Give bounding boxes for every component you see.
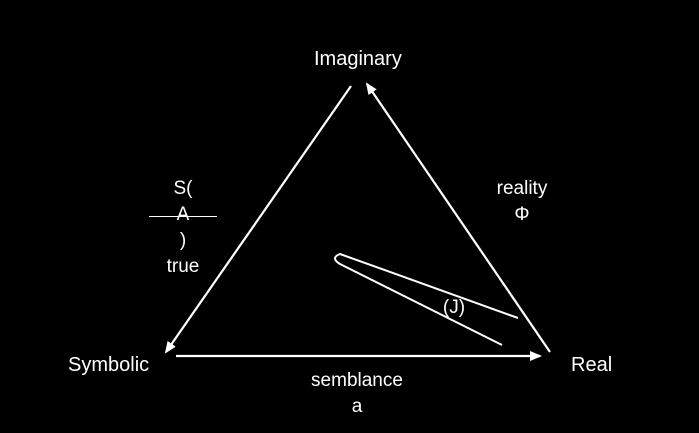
- edge-label-left: S( A) true: [149, 176, 217, 280]
- edge-real-to-imaginary: [365, 82, 551, 353]
- node-symbolic: Symbolic: [68, 354, 150, 376]
- left-prefix: S(: [173, 178, 193, 199]
- edge-label-right: reality Φ: [485, 176, 559, 228]
- edge-label-left-line1: S( A): [149, 176, 217, 254]
- left-suffix: ): [179, 230, 187, 251]
- jouissance-loop: [334, 252, 519, 346]
- barred-a: A: [149, 202, 217, 228]
- center-label-j: (J): [442, 297, 466, 318]
- node-real: Real: [571, 354, 613, 376]
- node-imaginary: Imaginary: [314, 48, 402, 70]
- edge-label-right-line2: Φ: [514, 204, 530, 225]
- edge-label-left-line2: true: [166, 256, 200, 277]
- edge-label-right-line1: reality: [496, 178, 548, 199]
- edge-label-bottom-line2: a: [351, 396, 363, 417]
- edge-imaginary-to-symbolic: [164, 85, 352, 354]
- edge-label-bottom: semblance a: [297, 368, 417, 420]
- edge-label-bottom-line1: semblance: [311, 370, 403, 391]
